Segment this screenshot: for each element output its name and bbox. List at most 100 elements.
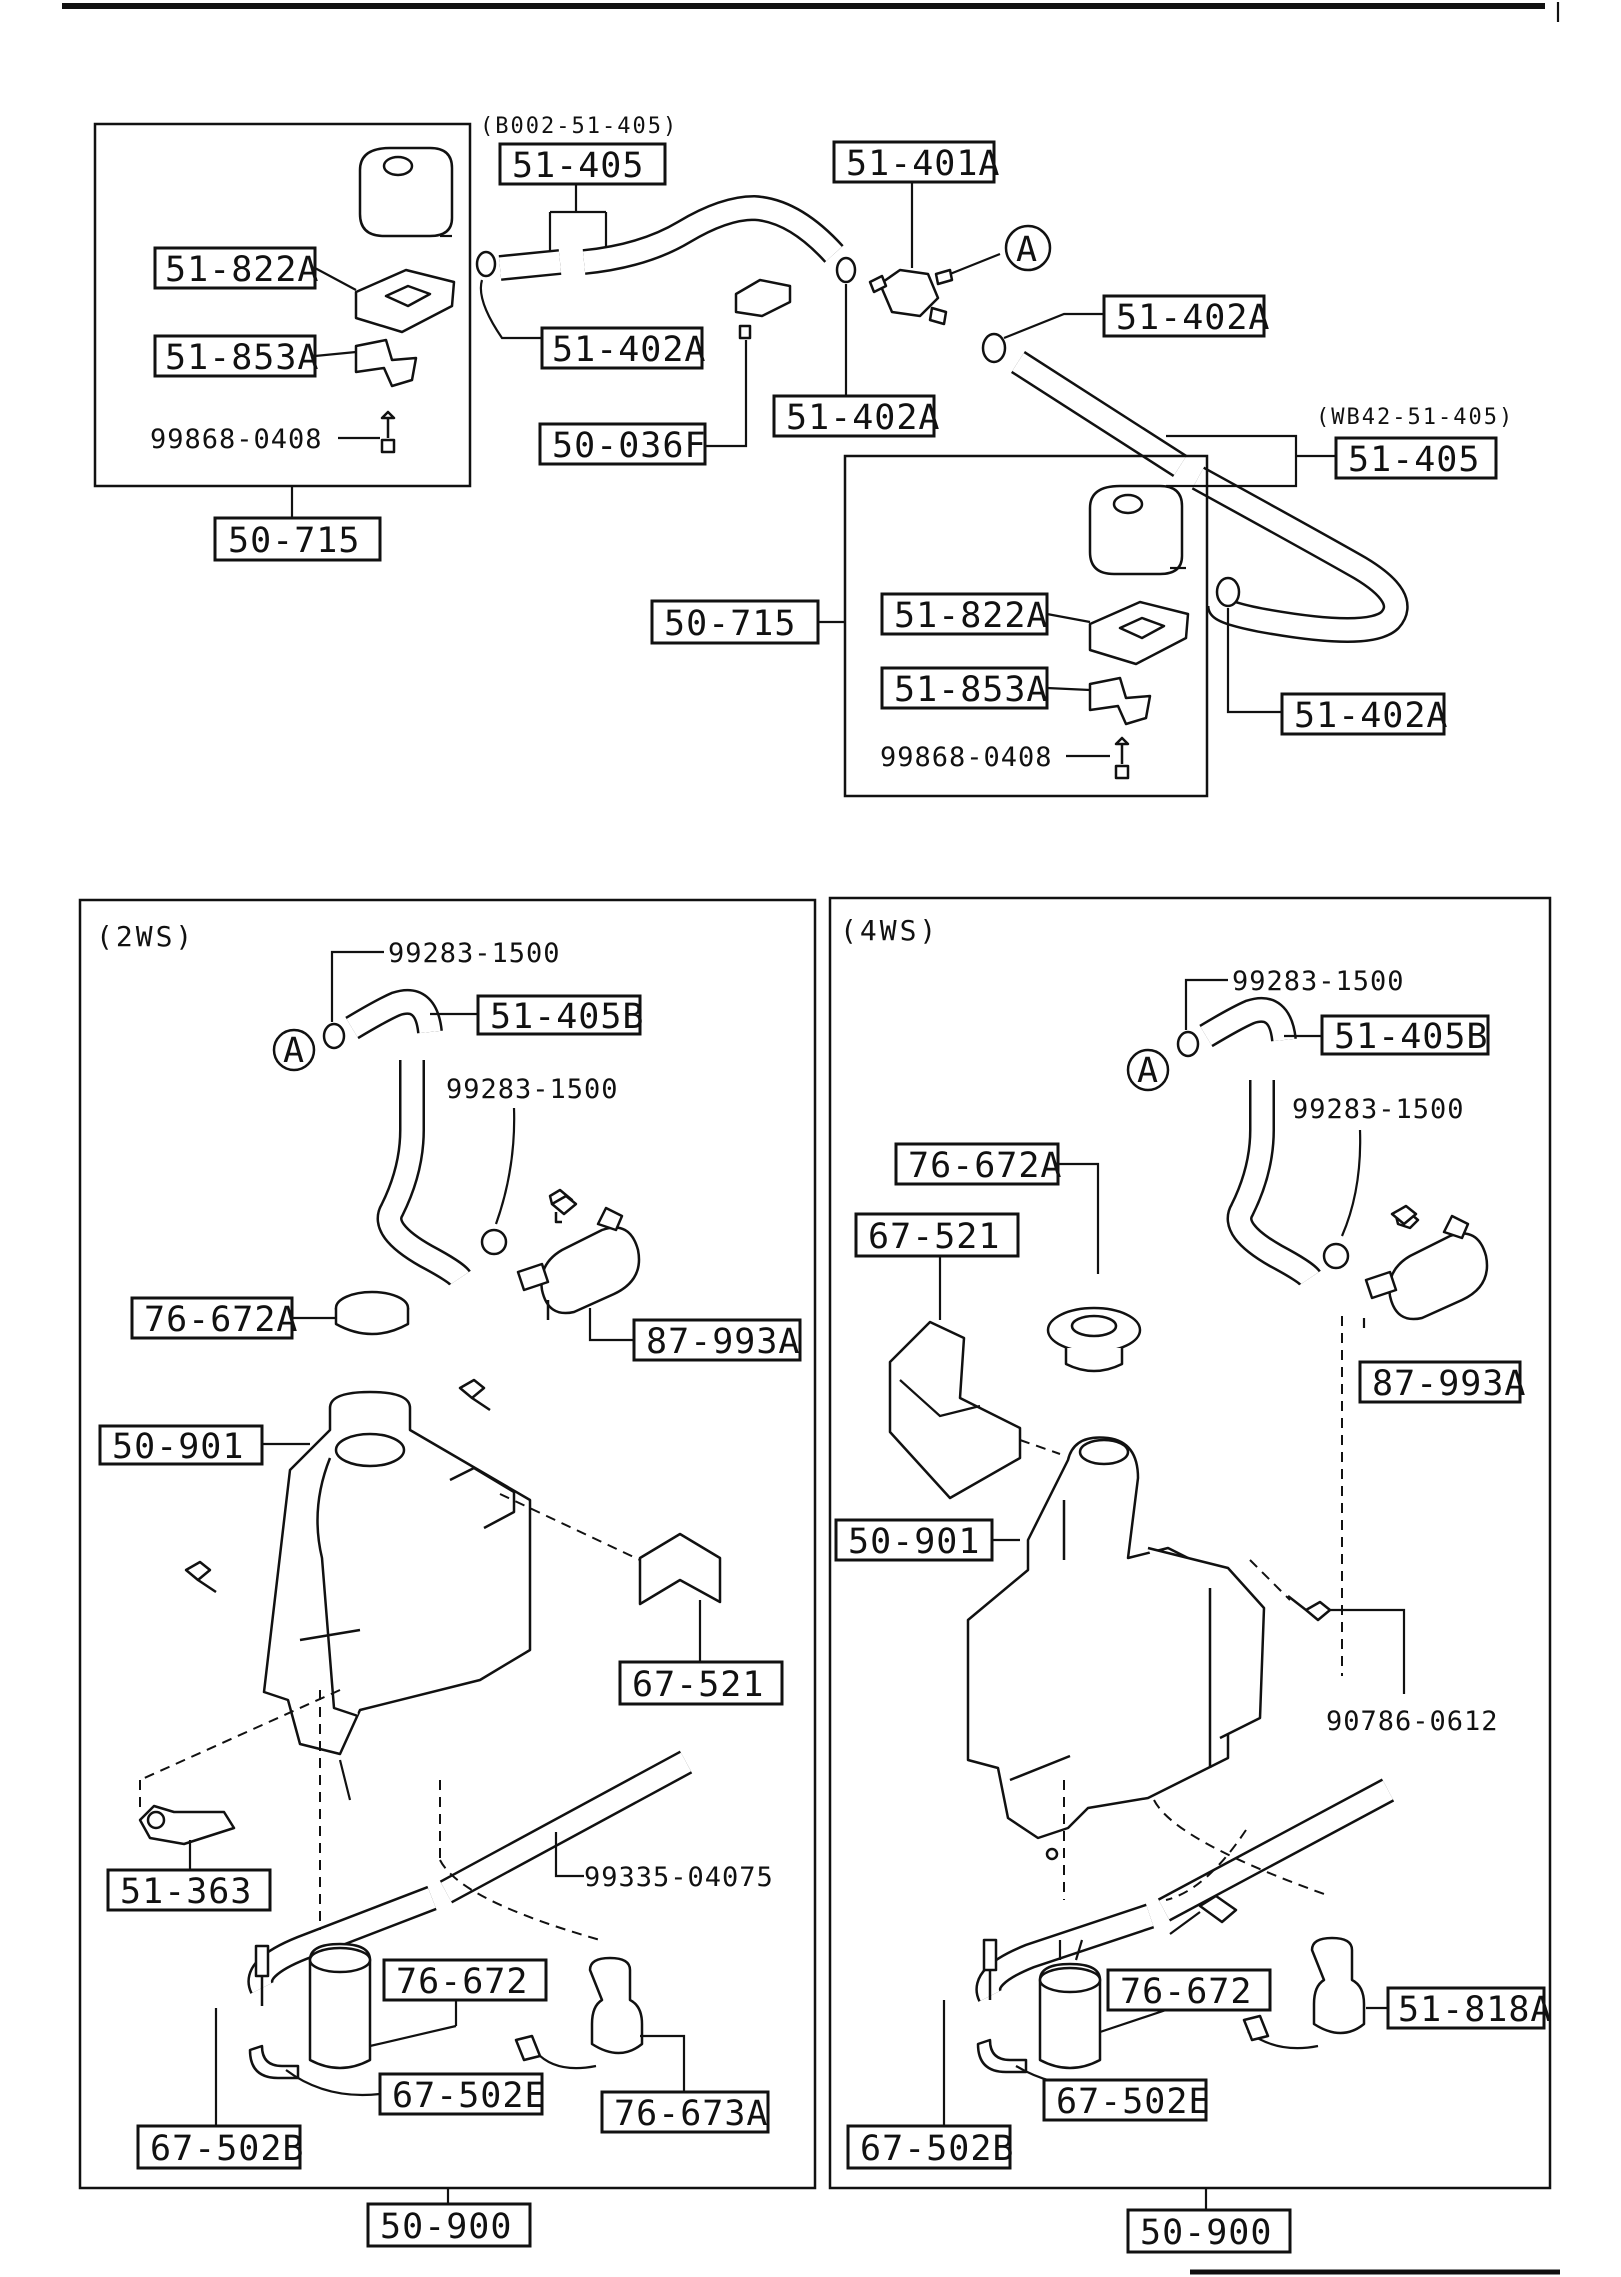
label-box	[378, 2072, 544, 2116]
part-number-51-822a-left: 51-822A	[165, 250, 320, 290]
label-box	[854, 1212, 1020, 1258]
clip-number-50-036f: 50-036F	[552, 426, 707, 466]
reference-a-top: A	[1016, 230, 1038, 270]
cap-number-4ws: 76-672A	[908, 1146, 1063, 1186]
elbow-hose-icon	[345, 989, 471, 1287]
label-box	[213, 516, 382, 562]
joint-a-number-2ws: 67-502E	[392, 2076, 547, 2116]
clamp-number-4ws-1: 99283-1500	[1232, 966, 1405, 997]
alt-part-number-1: (B002-51-405)	[480, 114, 678, 139]
label-box	[1280, 692, 1446, 736]
motor-number-2ws: 87-993A	[646, 1322, 801, 1362]
panel-4ws	[828, 896, 1552, 2190]
label-box	[1042, 2078, 1208, 2122]
reference-circle-icon	[1004, 224, 1052, 272]
label-box	[600, 2090, 770, 2134]
bracket-icon	[354, 338, 418, 388]
washer-tank-icon	[966, 1436, 1266, 1861]
label-box	[834, 1518, 994, 1562]
label-box	[1126, 2208, 1292, 2254]
washer-pump-icon	[308, 1942, 372, 2070]
label-box	[1320, 1014, 1490, 1056]
tank-number-4ws: 50-901	[848, 1522, 980, 1562]
label-box	[832, 140, 996, 184]
cap-number-2ws: 76-672A	[144, 1300, 299, 1340]
bolt-number-4ws: 90786-0612	[1326, 1706, 1499, 1737]
pump2-number-2ws: 76-673A	[614, 2094, 769, 2134]
label-box	[618, 1660, 784, 1706]
bolt-number-right: 99868-0408	[880, 742, 1053, 773]
label-box	[382, 1958, 548, 2002]
label-box	[366, 2202, 532, 2248]
seal-icon	[354, 268, 456, 334]
hose-clamp-icon	[480, 1228, 508, 1256]
label-box	[846, 2124, 1012, 2170]
panel-title-4ws: (4WS)	[840, 914, 939, 947]
label-box	[153, 246, 317, 290]
washer-motor-icon	[516, 1188, 641, 1320]
hose-number-51-405-2: 51-405	[1348, 440, 1480, 480]
label-box	[136, 2124, 302, 2170]
label-box	[106, 1868, 272, 1912]
hose-2-icon	[1010, 351, 1409, 643]
label-box	[98, 1424, 264, 1466]
label-box	[650, 599, 820, 645]
label-box	[153, 334, 317, 378]
hose-clamp-icon	[835, 256, 857, 284]
hose-clamp-icon	[1322, 1242, 1350, 1270]
hose-clamp-icon	[1215, 576, 1241, 608]
joint-b-number-2ws: 67-502B	[150, 2129, 305, 2169]
reference-circle-icon	[1126, 1048, 1170, 1092]
joint-a-number-4ws: 67-502E	[1056, 2082, 1211, 2122]
stay-bracket-icon	[138, 1804, 236, 1846]
hose-number-51-405-1: 51-405	[512, 146, 644, 186]
clamp-number-2ws-2: 99283-1500	[446, 1074, 619, 1105]
bolt-number-left: 99868-0408	[150, 424, 323, 455]
reference-a-4ws: A	[1137, 1051, 1159, 1091]
pump-number-4ws: 76-672	[1120, 1972, 1252, 2012]
joint-connector-icon	[868, 268, 954, 326]
group-number-50-715-right: 50-715	[664, 604, 796, 644]
label-box	[538, 422, 707, 466]
washer-tube-icon	[975, 1778, 1395, 2002]
washer-tank-icon	[262, 1390, 532, 1801]
hose-1-icon	[498, 195, 844, 281]
bracket-number-2ws: 67-521	[632, 1665, 764, 1705]
washer-pump-2-icon	[514, 1956, 644, 2070]
hose-clamp-icon	[475, 250, 497, 278]
assembly-number-2ws: 50-900	[380, 2207, 512, 2247]
label-box	[880, 592, 1049, 636]
washer-tube-icon	[247, 1750, 693, 1994]
label-box	[540, 326, 704, 370]
reference-a-2ws: A	[283, 1031, 305, 1071]
tank-cap-icon	[1046, 1306, 1142, 1373]
clamp-number-51-402a-4: 51-402A	[1294, 696, 1449, 736]
label-box	[632, 1318, 802, 1362]
washer-motor-icon	[1364, 1208, 1489, 1321]
part-number-51-853a-right: 51-853A	[894, 670, 1049, 710]
panel-title-2ws: (2WS)	[96, 920, 195, 953]
clamp-number-2ws-1: 99283-1500	[388, 938, 561, 969]
label-box	[1106, 1968, 1272, 2012]
clip-icon	[734, 278, 792, 340]
hose-number-2ws: 51-405B	[490, 997, 645, 1037]
reference-circle-icon	[272, 1028, 316, 1072]
label-box	[1386, 1986, 1546, 2030]
alt-part-number-2: (WB42-51-405)	[1316, 405, 1514, 430]
joint-number-51-401a: 51-401A	[846, 144, 1001, 184]
tank-number-2ws: 50-901	[112, 1427, 244, 1467]
seal-icon	[1088, 600, 1190, 666]
bracket-icon	[888, 1320, 1022, 1500]
group-frame-right	[843, 454, 1209, 798]
clamp-number-51-402a-1: 51-402A	[552, 330, 707, 370]
label-box	[130, 1296, 294, 1340]
reservoir-cap-icon	[1088, 484, 1186, 576]
washer-pump-icon	[1038, 1939, 1102, 2070]
tube-number-2ws: 99335-04075	[584, 1862, 774, 1893]
part-number-51-853a-left: 51-853A	[165, 338, 320, 378]
hose-clamp-icon	[1176, 1030, 1200, 1058]
bolt-icon	[380, 410, 396, 454]
bolt-icon	[184, 1194, 578, 1594]
clamp-number-51-402a-2: 51-402A	[786, 398, 941, 438]
